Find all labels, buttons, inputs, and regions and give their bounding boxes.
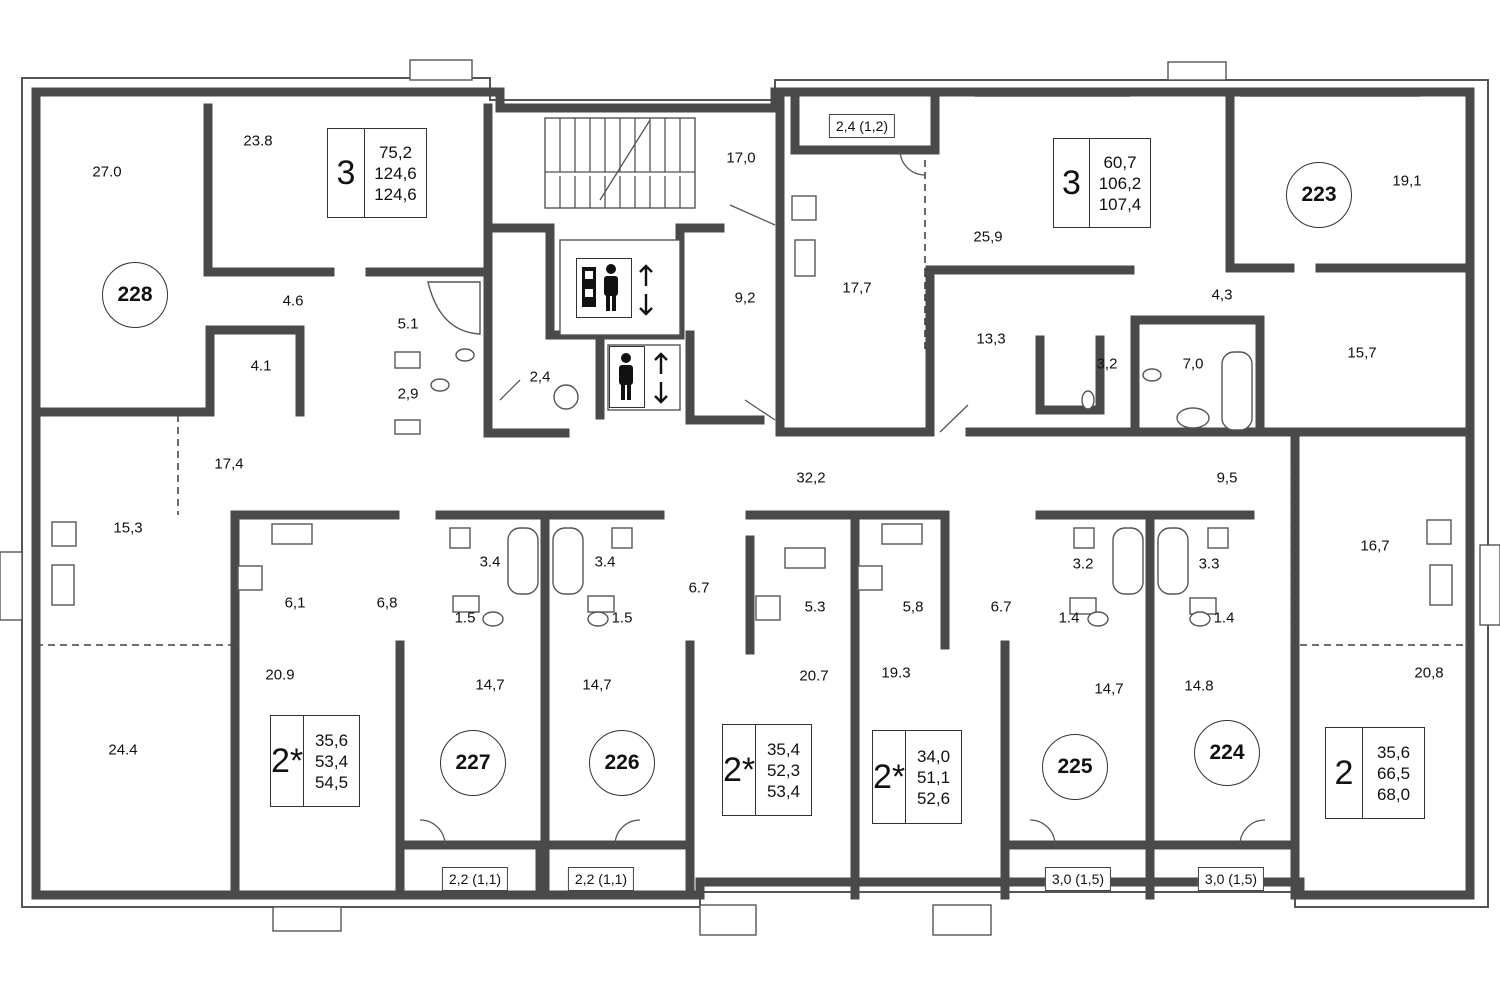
fixtures bbox=[394, 281, 1253, 627]
room-area-label: 24.4 bbox=[108, 741, 138, 759]
room-count: 2 bbox=[1326, 728, 1363, 818]
apartment-number-226: 226 bbox=[589, 730, 655, 796]
room-area-label: 1.5 bbox=[611, 609, 633, 627]
room-area-label: 17,4 bbox=[214, 455, 244, 473]
room-area-label: 27.0 bbox=[92, 163, 122, 181]
room-area-label: 9,2 bbox=[734, 289, 756, 307]
room-area-label: 14.8 bbox=[1184, 677, 1214, 695]
room-area-label: 2,4 bbox=[529, 368, 551, 386]
room-area-label: 4.1 bbox=[250, 357, 272, 375]
room-area-label: 25,9 bbox=[973, 228, 1003, 246]
balcony-label: 2,2 (1,1) bbox=[567, 867, 635, 891]
room-area-label: 6.7 bbox=[688, 579, 710, 597]
room-count: 2* bbox=[723, 725, 756, 815]
area-value: 52,6 bbox=[916, 788, 951, 808]
apartment-number-228: 228 bbox=[102, 262, 168, 328]
room-area-label: 5.3 bbox=[804, 598, 826, 616]
area-value: 51,1 bbox=[916, 767, 951, 787]
room-area-label: 1.5 bbox=[454, 609, 476, 627]
zone-lines bbox=[36, 160, 1470, 646]
room-area-label: 2,9 bbox=[397, 385, 419, 403]
area-value: 35,6 bbox=[314, 730, 349, 750]
room-area-label: 20.9 bbox=[265, 666, 295, 684]
room-area-label: 14,7 bbox=[1094, 680, 1124, 698]
room-count: 2* bbox=[271, 716, 304, 806]
room-area-label: 14,7 bbox=[475, 676, 505, 694]
apartment-number-225: 225 bbox=[1042, 734, 1108, 800]
room-count: 2* bbox=[873, 731, 906, 823]
room-area-label: 17,7 bbox=[842, 279, 872, 297]
area-value: 107,4 bbox=[1098, 194, 1142, 214]
area-value: 124,6 bbox=[374, 163, 417, 183]
balcony-label: 3,0 (1,5) bbox=[1197, 867, 1265, 891]
area-value: 53,4 bbox=[314, 751, 349, 771]
apartment-number-223: 223 bbox=[1286, 162, 1352, 228]
area-value: 34,0 bbox=[916, 746, 951, 766]
area-value: 75,2 bbox=[378, 142, 413, 162]
room-area-label: 7,0 bbox=[1182, 355, 1204, 373]
balcony-label: 2,2 (1,1) bbox=[441, 867, 509, 891]
room-area-label: 3.4 bbox=[594, 553, 616, 571]
room-area-label: 15,3 bbox=[113, 519, 143, 537]
area-value: 54,5 bbox=[314, 772, 349, 792]
room-area-label: 3.3 bbox=[1198, 555, 1220, 573]
room-area-label: 6,8 bbox=[376, 594, 398, 612]
room-area-label: 1.4 bbox=[1058, 609, 1080, 627]
area-value: 66,5 bbox=[1376, 763, 1411, 783]
area-value: 35,6 bbox=[1376, 742, 1411, 762]
room-area-label: 20,8 bbox=[1414, 664, 1444, 682]
room-area-label: 15,7 bbox=[1347, 344, 1377, 362]
room-area-label: 5,8 bbox=[902, 598, 924, 616]
room-area-label: 3.2 bbox=[1072, 555, 1094, 573]
area-value: 53,4 bbox=[766, 781, 801, 801]
room-area-label: 14,7 bbox=[582, 676, 612, 694]
arrows-updown-icon bbox=[636, 262, 656, 318]
room-area-label: 1.4 bbox=[1213, 609, 1235, 627]
area-value: 124,6 bbox=[374, 184, 417, 204]
area-value: 106,2 bbox=[1098, 173, 1142, 193]
balcony-label: 3,0 (1,5) bbox=[1044, 867, 1112, 891]
room-area-label: 13,3 bbox=[976, 330, 1006, 348]
staircase bbox=[544, 117, 696, 209]
room-area-label: 32,2 bbox=[796, 469, 826, 487]
area-value: 60,7 bbox=[1103, 152, 1137, 172]
apartment-number-227: 227 bbox=[440, 730, 506, 796]
room-area-label: 4,3 bbox=[1211, 286, 1233, 304]
room-area-label: 6,1 bbox=[284, 594, 306, 612]
doors bbox=[419, 149, 1266, 846]
room-area-label: 9,5 bbox=[1216, 469, 1238, 487]
kitchen-fixtures bbox=[51, 195, 1453, 621]
room-area-label: 4.6 bbox=[282, 292, 304, 310]
elevator-passenger-icon bbox=[609, 346, 645, 408]
room-area-label: 19,1 bbox=[1392, 172, 1422, 190]
balcony-label: 2,4 (1,2) bbox=[828, 114, 896, 138]
room-area-label: 3,2 bbox=[1096, 355, 1118, 373]
room-count: 3 bbox=[328, 129, 365, 217]
room-area-label: 6.7 bbox=[990, 598, 1012, 616]
room-area-label: 20.7 bbox=[799, 667, 829, 685]
area-value: 35,4 bbox=[766, 739, 801, 759]
room-count: 3 bbox=[1054, 139, 1090, 227]
apartment-number-224: 224 bbox=[1194, 720, 1260, 786]
room-area-label: 5.1 bbox=[397, 315, 419, 333]
area-value: 52,3 bbox=[766, 760, 801, 780]
room-area-label: 16,7 bbox=[1360, 537, 1390, 555]
room-area-label: 19.3 bbox=[881, 664, 911, 682]
elevator-freight-icon bbox=[576, 258, 632, 318]
room-area-label: 17,0 bbox=[726, 149, 756, 167]
room-area-label: 3.4 bbox=[479, 553, 501, 571]
arrows-updown-icon bbox=[651, 350, 671, 406]
area-value: 68,0 bbox=[1376, 784, 1411, 804]
room-area-label: 23.8 bbox=[243, 132, 273, 150]
